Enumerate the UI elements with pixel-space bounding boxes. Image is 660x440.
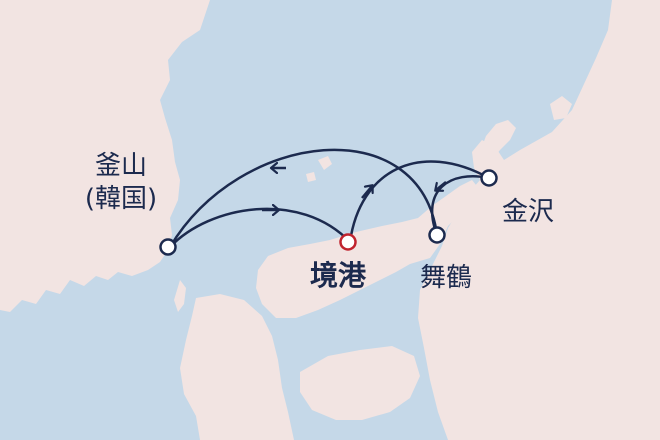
land-chugoku: [256, 180, 480, 318]
port-marker-busan: [159, 238, 177, 256]
land-tsushima: [174, 280, 186, 312]
land-noto: [476, 120, 516, 172]
port-label-busan: 釜山 (韓国): [66, 150, 176, 215]
port-label-busan-country: (韓国): [84, 183, 158, 214]
land-oki-1: [318, 156, 332, 170]
port-label-kanazawa: 金沢: [502, 197, 555, 227]
route-maizuru-to-busan: [168, 148, 439, 248]
port-label-maizuru: 舞鶴: [420, 263, 473, 293]
land-oki-2: [306, 172, 316, 182]
port-marker-kanazawa: [480, 169, 498, 187]
route-kanazawa-to-maizuru-arrow: [436, 181, 447, 190]
land-korea: [0, 0, 210, 312]
land-sado: [550, 96, 572, 120]
land-shikoku: [300, 346, 420, 420]
land-kyushu: [180, 294, 294, 440]
route-kanazawa-to-sakaiminato: [348, 160, 490, 243]
land-central-honshu: [418, 0, 660, 440]
port-label-busan-name: 釜山: [94, 151, 147, 181]
port-marker-maizuru: [428, 226, 446, 244]
port-marker-sakaiminato: [339, 233, 357, 251]
port-label-sakaiminato: 境港: [310, 259, 367, 292]
land-hokkaido: [640, 0, 660, 26]
route-kanazawa-to-sakaiminato-arrow: [361, 186, 372, 199]
route-busan-to-sakaiminato: [169, 207, 351, 248]
